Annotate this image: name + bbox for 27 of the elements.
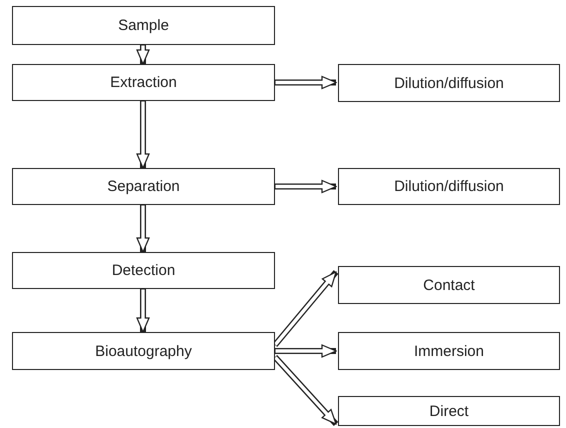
process-box bbox=[12, 64, 275, 101]
process-box bbox=[338, 266, 560, 304]
box-label: Separation bbox=[107, 178, 180, 195]
box-label: Extraction bbox=[110, 74, 177, 91]
box-label: Immersion bbox=[414, 342, 484, 360]
process-box bbox=[12, 252, 275, 289]
box-label: Direct bbox=[429, 402, 469, 420]
double-arrow bbox=[136, 101, 150, 169]
double-arrow bbox=[275, 180, 337, 194]
box-label: Dilution/diffusion bbox=[394, 74, 504, 92]
process-box bbox=[338, 396, 560, 426]
double-arrow bbox=[275, 76, 337, 90]
double-arrow bbox=[136, 205, 150, 253]
double-arrow bbox=[275, 344, 337, 358]
process-box bbox=[12, 332, 275, 370]
box-label: Detection bbox=[112, 262, 176, 279]
process-box bbox=[338, 64, 560, 102]
box-label: Bioautography bbox=[95, 342, 192, 360]
double-arrow bbox=[136, 289, 150, 333]
double-arrow bbox=[136, 45, 150, 65]
process-box bbox=[338, 168, 560, 205]
process-box bbox=[338, 332, 560, 370]
box-label: Sample bbox=[118, 17, 169, 34]
process-box bbox=[12, 6, 275, 45]
box-label: Contact bbox=[423, 276, 475, 294]
process-box bbox=[12, 168, 275, 205]
box-label: Dilution/diffusion bbox=[394, 178, 504, 195]
